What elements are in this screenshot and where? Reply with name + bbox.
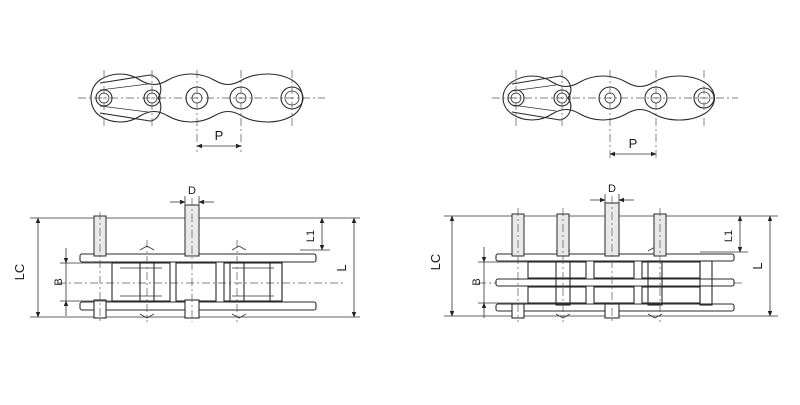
top-view-single-strand	[30, 196, 360, 322]
lc-label-left: LC	[12, 264, 27, 281]
lc-label-right: LC	[428, 254, 443, 271]
l1-label-left: L1	[305, 230, 317, 242]
side-view-single-strand	[78, 70, 325, 152]
l1-label-right: L1	[723, 230, 735, 242]
pitch-label-left: P	[215, 128, 224, 143]
pitch-label-right: P	[629, 136, 638, 151]
l-label-right: L	[750, 262, 765, 269]
side-view-double-strand	[492, 70, 738, 160]
pin-diameter-label-left: D	[188, 185, 196, 197]
b-label-left: B	[53, 278, 65, 285]
pin-diameter-label-right: D	[608, 183, 616, 195]
b-label-right: B	[471, 278, 483, 285]
l-label-left: L	[334, 264, 349, 271]
top-view-double-strand	[444, 194, 778, 322]
